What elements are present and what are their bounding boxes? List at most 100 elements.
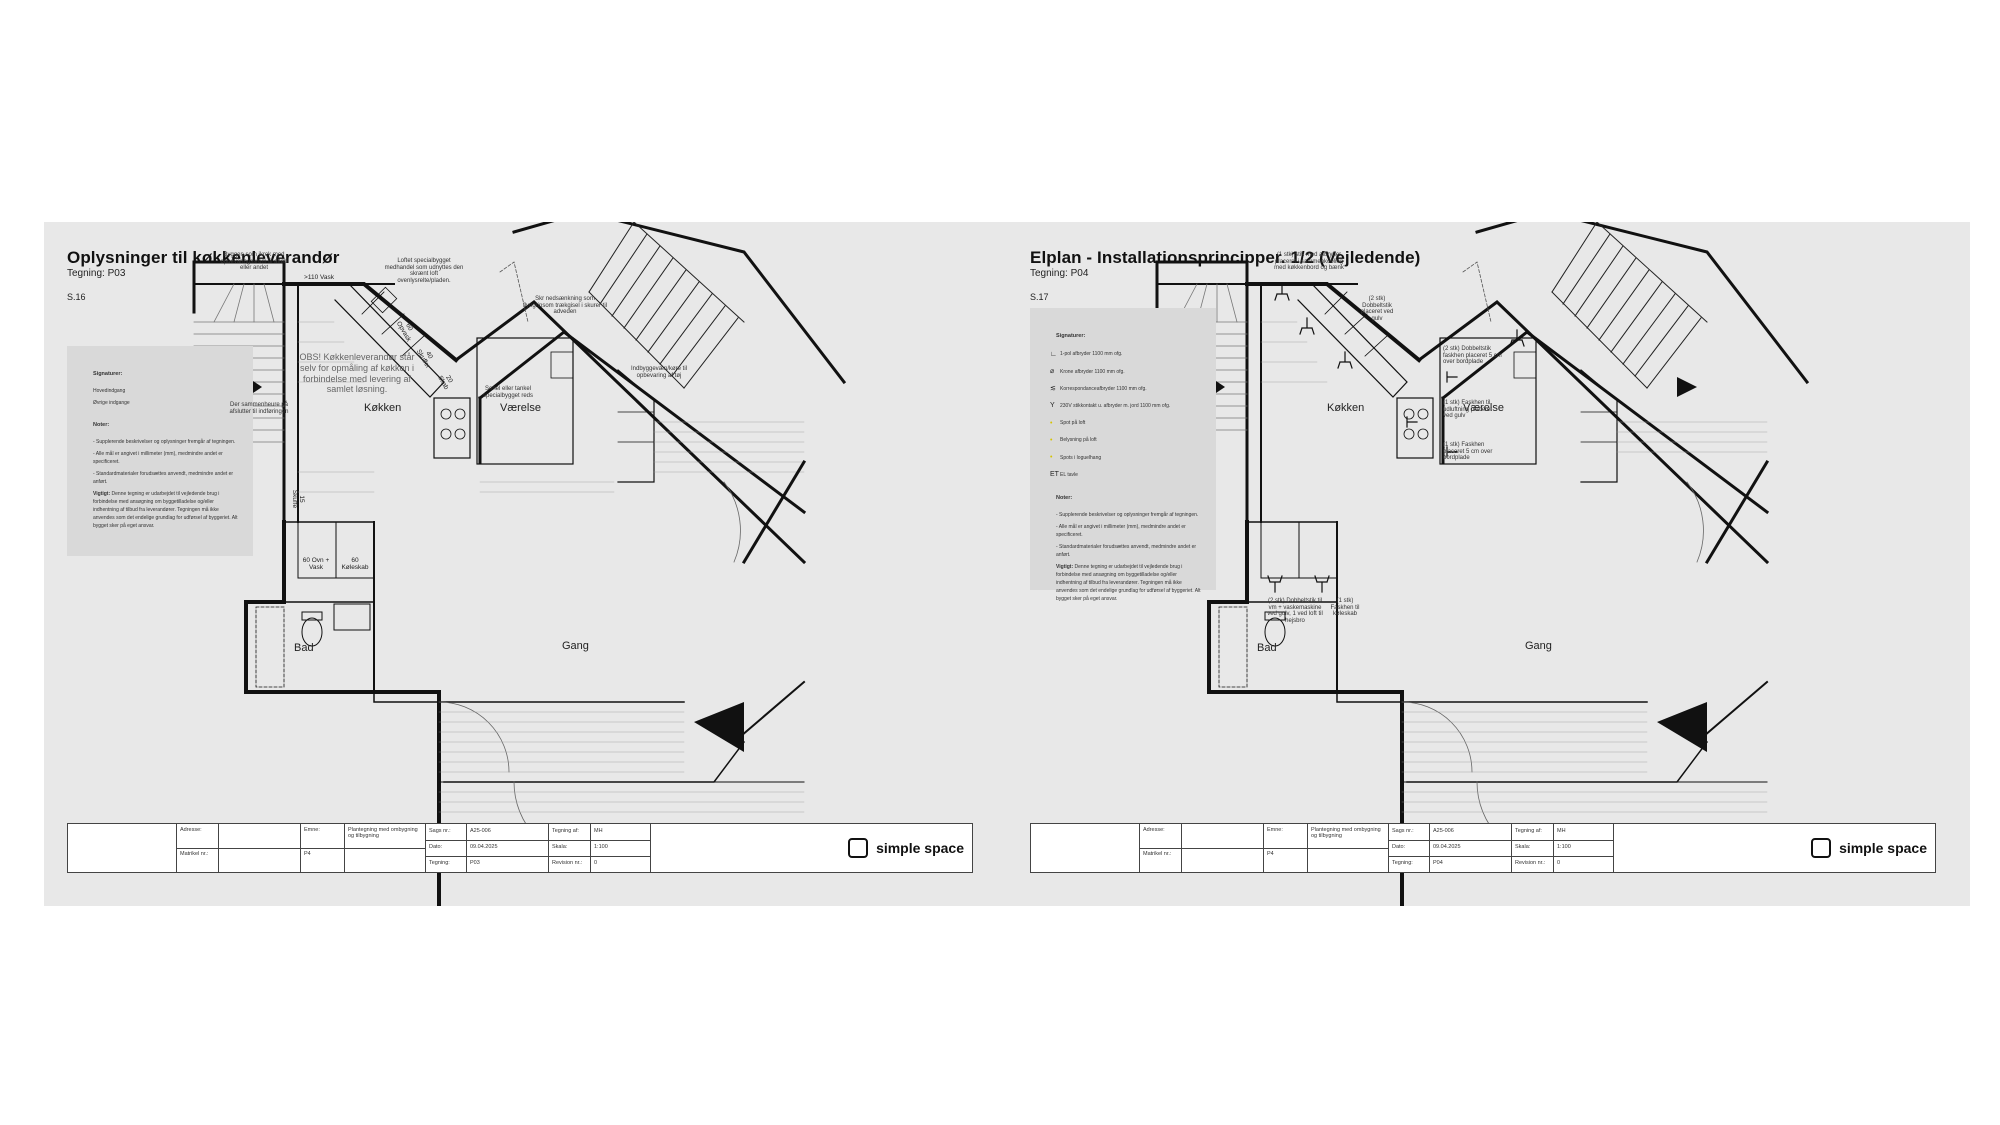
tb-dato: 09.04.2025	[1433, 844, 1461, 850]
tb-tegning-label: Tegning:	[429, 860, 450, 866]
tb-tegning-af: MH	[594, 828, 603, 834]
company-logo: simple space	[848, 838, 964, 858]
legend-symbol-label: Krone afbryder 1100 mm ofg.	[1060, 368, 1125, 375]
tb-revision: 0	[1557, 860, 1561, 866]
room-label-bath: Bad	[1257, 642, 1277, 654]
legend-symbol-label: Spot på loft	[1060, 420, 1086, 427]
tb-dato-label: Dato:	[1392, 844, 1406, 850]
tb-emne-label: Emne:	[304, 827, 320, 833]
legend-item: Hovedindgang	[93, 387, 126, 394]
switch-icon: ∟	[1050, 350, 1057, 358]
room-label-hall: Gang	[562, 640, 589, 652]
callout-text: (1 stk) Faskhen placeret 5 cm over bordp…	[1443, 442, 1493, 462]
tb-tegning-af-label: Tegning af:	[1515, 828, 1542, 834]
legend-symbol: ⌀ Krone afbryder 1100 mm ofg.	[1050, 366, 1202, 377]
note-item: - Supplerende beskrivelser og oplysninge…	[93, 438, 236, 445]
legend-item: Øvrige indgange	[93, 399, 130, 406]
tb-adresse-label: Adresse:	[180, 827, 202, 833]
room-label-kitchen: Køkken	[1327, 402, 1365, 414]
legend-heading: Signaturer:	[1056, 333, 1086, 339]
callout-text: (2 stk) Dobbeltstik faskhen placeret 5 c…	[1443, 346, 1502, 366]
cabinet-label: 60 Køleskab	[341, 557, 369, 571]
tb-emne: Plantegning med ombygning og tilbygning	[348, 827, 418, 839]
title-block: Adresse: Matrikel nr.: Emne: P4 Plantegn…	[67, 823, 973, 873]
logo-text: simple space	[1839, 840, 1927, 856]
tb-tegning-af-label: Tegning af:	[552, 828, 579, 834]
company-logo: simple space	[1811, 838, 1927, 858]
tb-revision-label: Revision nr.:	[552, 860, 583, 866]
legend-symbol: ≲ Korrespondanceafbryder 1100 mm ofg.	[1050, 383, 1202, 394]
tb-dato: 09.04.2025	[470, 844, 498, 850]
tb-emne: Plantegning med ombygning og tilbygning	[1311, 827, 1381, 839]
legend-panel: Signaturer: Hovedindgang Øvrige indgange…	[67, 346, 253, 556]
notes-heading: Noter:	[93, 421, 110, 428]
legend-heading: Signaturer:	[93, 371, 123, 377]
callout-text: Der sammenheure på afslutter til indføri…	[229, 402, 289, 415]
tb-sags: A25-006	[470, 828, 491, 834]
tb-adresse-label: Adresse:	[1143, 827, 1165, 833]
dimmer-icon: ⌀	[1050, 367, 1055, 375]
two-way-switch-icon: ≲	[1050, 385, 1056, 393]
cabinet-label: >110 Vask	[304, 274, 334, 281]
logo-text: simple space	[876, 840, 964, 856]
important-text: Denne tegning er udarbejdet til vejleden…	[93, 490, 238, 529]
entrance-arrow-icon	[1677, 377, 1697, 397]
note-item: - Standardmaterialer forudsættes anvendt…	[1056, 544, 1197, 559]
spot-icon: •	[1050, 419, 1053, 427]
room-label-bedroom: Værelse	[1463, 402, 1504, 414]
tb-dato-label: Dato:	[429, 844, 443, 850]
important-label: Vigtigt:	[93, 490, 111, 497]
ceiling-light-icon: •	[1050, 436, 1053, 444]
callout-text: (2 stk) Dobbeltstik til vm + vaskemaskin…	[1267, 598, 1323, 624]
page-number: S.16	[67, 292, 86, 302]
cabinet-label: 60 Ovn + Vask	[302, 557, 330, 571]
legend-symbol-label: 230V stikkontakt u. afbryder m. jord 110…	[1060, 402, 1171, 409]
callout-text: (1 stk) stik med afbryder placeret i sam…	[1274, 252, 1344, 272]
tb-sags-label: Sags nr.:	[1392, 828, 1414, 834]
tb-p4: P4	[1267, 851, 1274, 857]
legend-symbol: ∟1-pol afbryder 1100 mm ofg.	[1050, 349, 1202, 360]
logo-icon	[848, 838, 869, 858]
important-text: Denne tegning er udarbejdet til vejleden…	[1056, 564, 1201, 603]
tb-skala-label: Skala:	[1515, 844, 1531, 850]
room-label-bedroom: Værelse	[500, 402, 541, 414]
tb-matrikel-label: Matrikel nr.:	[1143, 851, 1172, 857]
tb-tegning-label: Tegning:	[1392, 860, 1413, 866]
callout-text: Loftet specialbygget medhandel som udnyt…	[384, 258, 464, 284]
tb-tegning-af: MH	[1557, 828, 1566, 834]
tb-tegning: P04	[1433, 860, 1443, 866]
room-label-bath: Bad	[294, 642, 314, 654]
legend-symbol-label: Korrespondanceafbryder 1100 mm ofg.	[1060, 385, 1147, 392]
tb-skala: 1:100	[594, 844, 608, 850]
legend-symbol-label: EL tavle	[1060, 471, 1078, 478]
page-number: S.17	[1030, 292, 1049, 302]
tb-emne-label: Emne:	[1267, 827, 1283, 833]
tb-matrikel-label: Matrikel nr.:	[180, 851, 209, 857]
room-label-kitchen: Køkken	[364, 402, 402, 414]
callout-text: Senel eller tankel specialbygget reds	[482, 386, 534, 399]
panel-icon: ET	[1050, 471, 1059, 479]
note-item: - Standardmaterialer forudsættes anvendt…	[93, 470, 234, 485]
tb-skala: 1:100	[1557, 844, 1571, 850]
important-note: Vigtigt: Denne tegning er udarbejdet til…	[1056, 563, 1202, 603]
legend-symbol: Y 230V stikkontakt u. afbryder m. jord 11…	[1050, 400, 1202, 411]
floor-plan-drawing	[1155, 222, 1810, 906]
legend-symbol-label: 1-pol afbryder 1100 mm ofg.	[1060, 351, 1123, 358]
legend-symbol-label: Belysning på loft	[1060, 437, 1097, 444]
callout-text: Byggen som ikrek med opbevaringssrum til…	[220, 252, 288, 272]
room-label-hall: Gang	[1525, 640, 1552, 652]
legend-symbol: • Spot på loft	[1050, 418, 1202, 429]
note-item: - Alle mål er angivet i millimeter (mm),…	[93, 450, 223, 465]
sheet-title: Oplysninger til køkkenleverandør	[67, 248, 340, 267]
note-item: - Supplerende beskrivelser og oplysninge…	[1056, 512, 1199, 519]
important-note: Vigtigt: Denne tegning er udarbejdet til…	[93, 490, 239, 530]
sheet-p04: Elplan - Installationsprincipper. 1/2 (V…	[1007, 222, 1970, 906]
tb-revision-label: Revision nr.:	[1515, 860, 1546, 866]
kitchen-measure-note: OBS! Køkkenleverandør står selv for opmå…	[299, 352, 415, 395]
socket-icon: Y	[1050, 402, 1055, 410]
callout-text: Indbyggevæn/køre til opbevaring af tøj	[630, 366, 688, 379]
title-block: Adresse: Matrikel nr.: Emne: P4 Plantegn…	[1030, 823, 1936, 873]
tb-sags-label: Sags nr.:	[429, 828, 451, 834]
sheet-p03: Oplysninger til køkkenleverandør Tegning…	[44, 222, 1007, 906]
